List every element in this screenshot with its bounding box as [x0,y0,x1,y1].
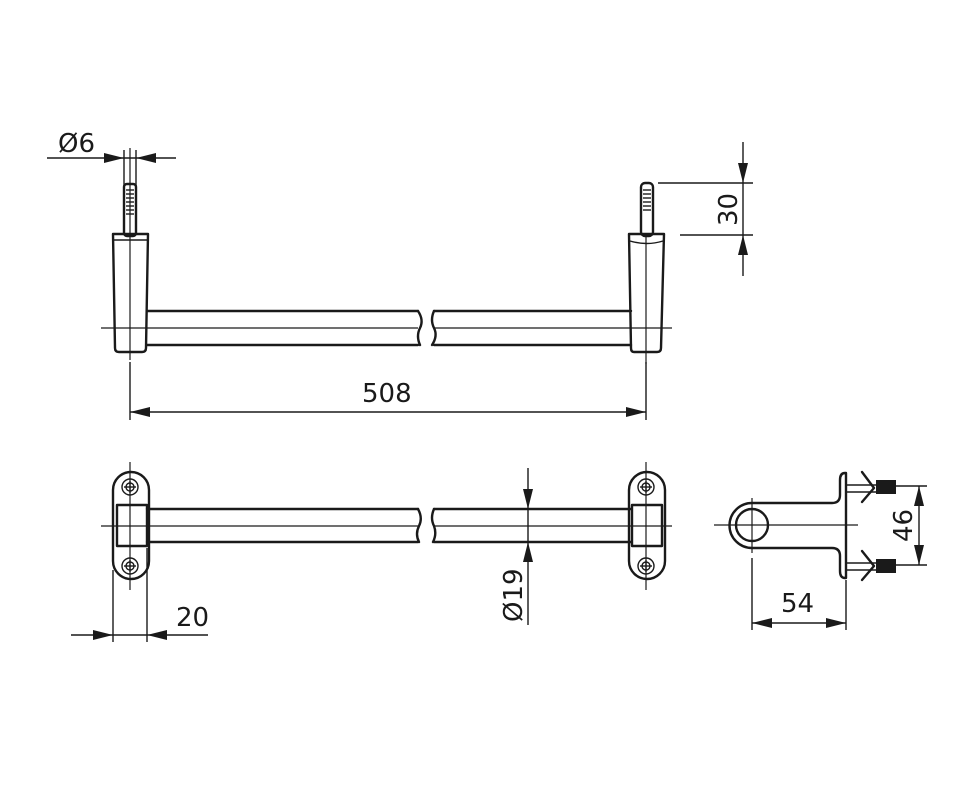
rail-diameter-label: Ø19 [499,568,529,622]
pin-diameter-label: Ø6 [58,129,95,159]
rail-diameter-dimension: Ø19 [499,468,533,625]
overall-length-dimension: 508 [129,362,647,420]
overall-length-label: 508 [362,379,412,409]
pin-length-label: 30 [714,193,744,226]
right-pin [639,181,655,238]
screw-spacing-label: 46 [889,509,919,542]
side-view: 46 54 [714,470,927,630]
rail-left-segment [145,309,423,347]
screw-spacing-dimension: 46 [889,485,927,566]
bracket-width-label: 20 [176,603,209,633]
left-bracket [111,232,150,354]
top-plan-view: 20 Ø19 [71,462,672,642]
upper-wall-anchor [847,470,896,504]
lower-wall-anchor [847,549,896,582]
projection-label: 54 [781,589,814,619]
right-mounting-plate [627,462,667,590]
projection-dimension: 54 [751,558,847,630]
front-elevation-view: Ø6 [47,129,753,420]
pin-diameter-dimension: Ø6 [47,129,176,186]
right-bracket [627,232,666,354]
side-bracket-arm [728,471,848,580]
plan-rail-left [145,507,422,544]
pin-length-dimension: 30 [658,142,753,276]
bracket-width-dimension: 20 [71,548,209,642]
